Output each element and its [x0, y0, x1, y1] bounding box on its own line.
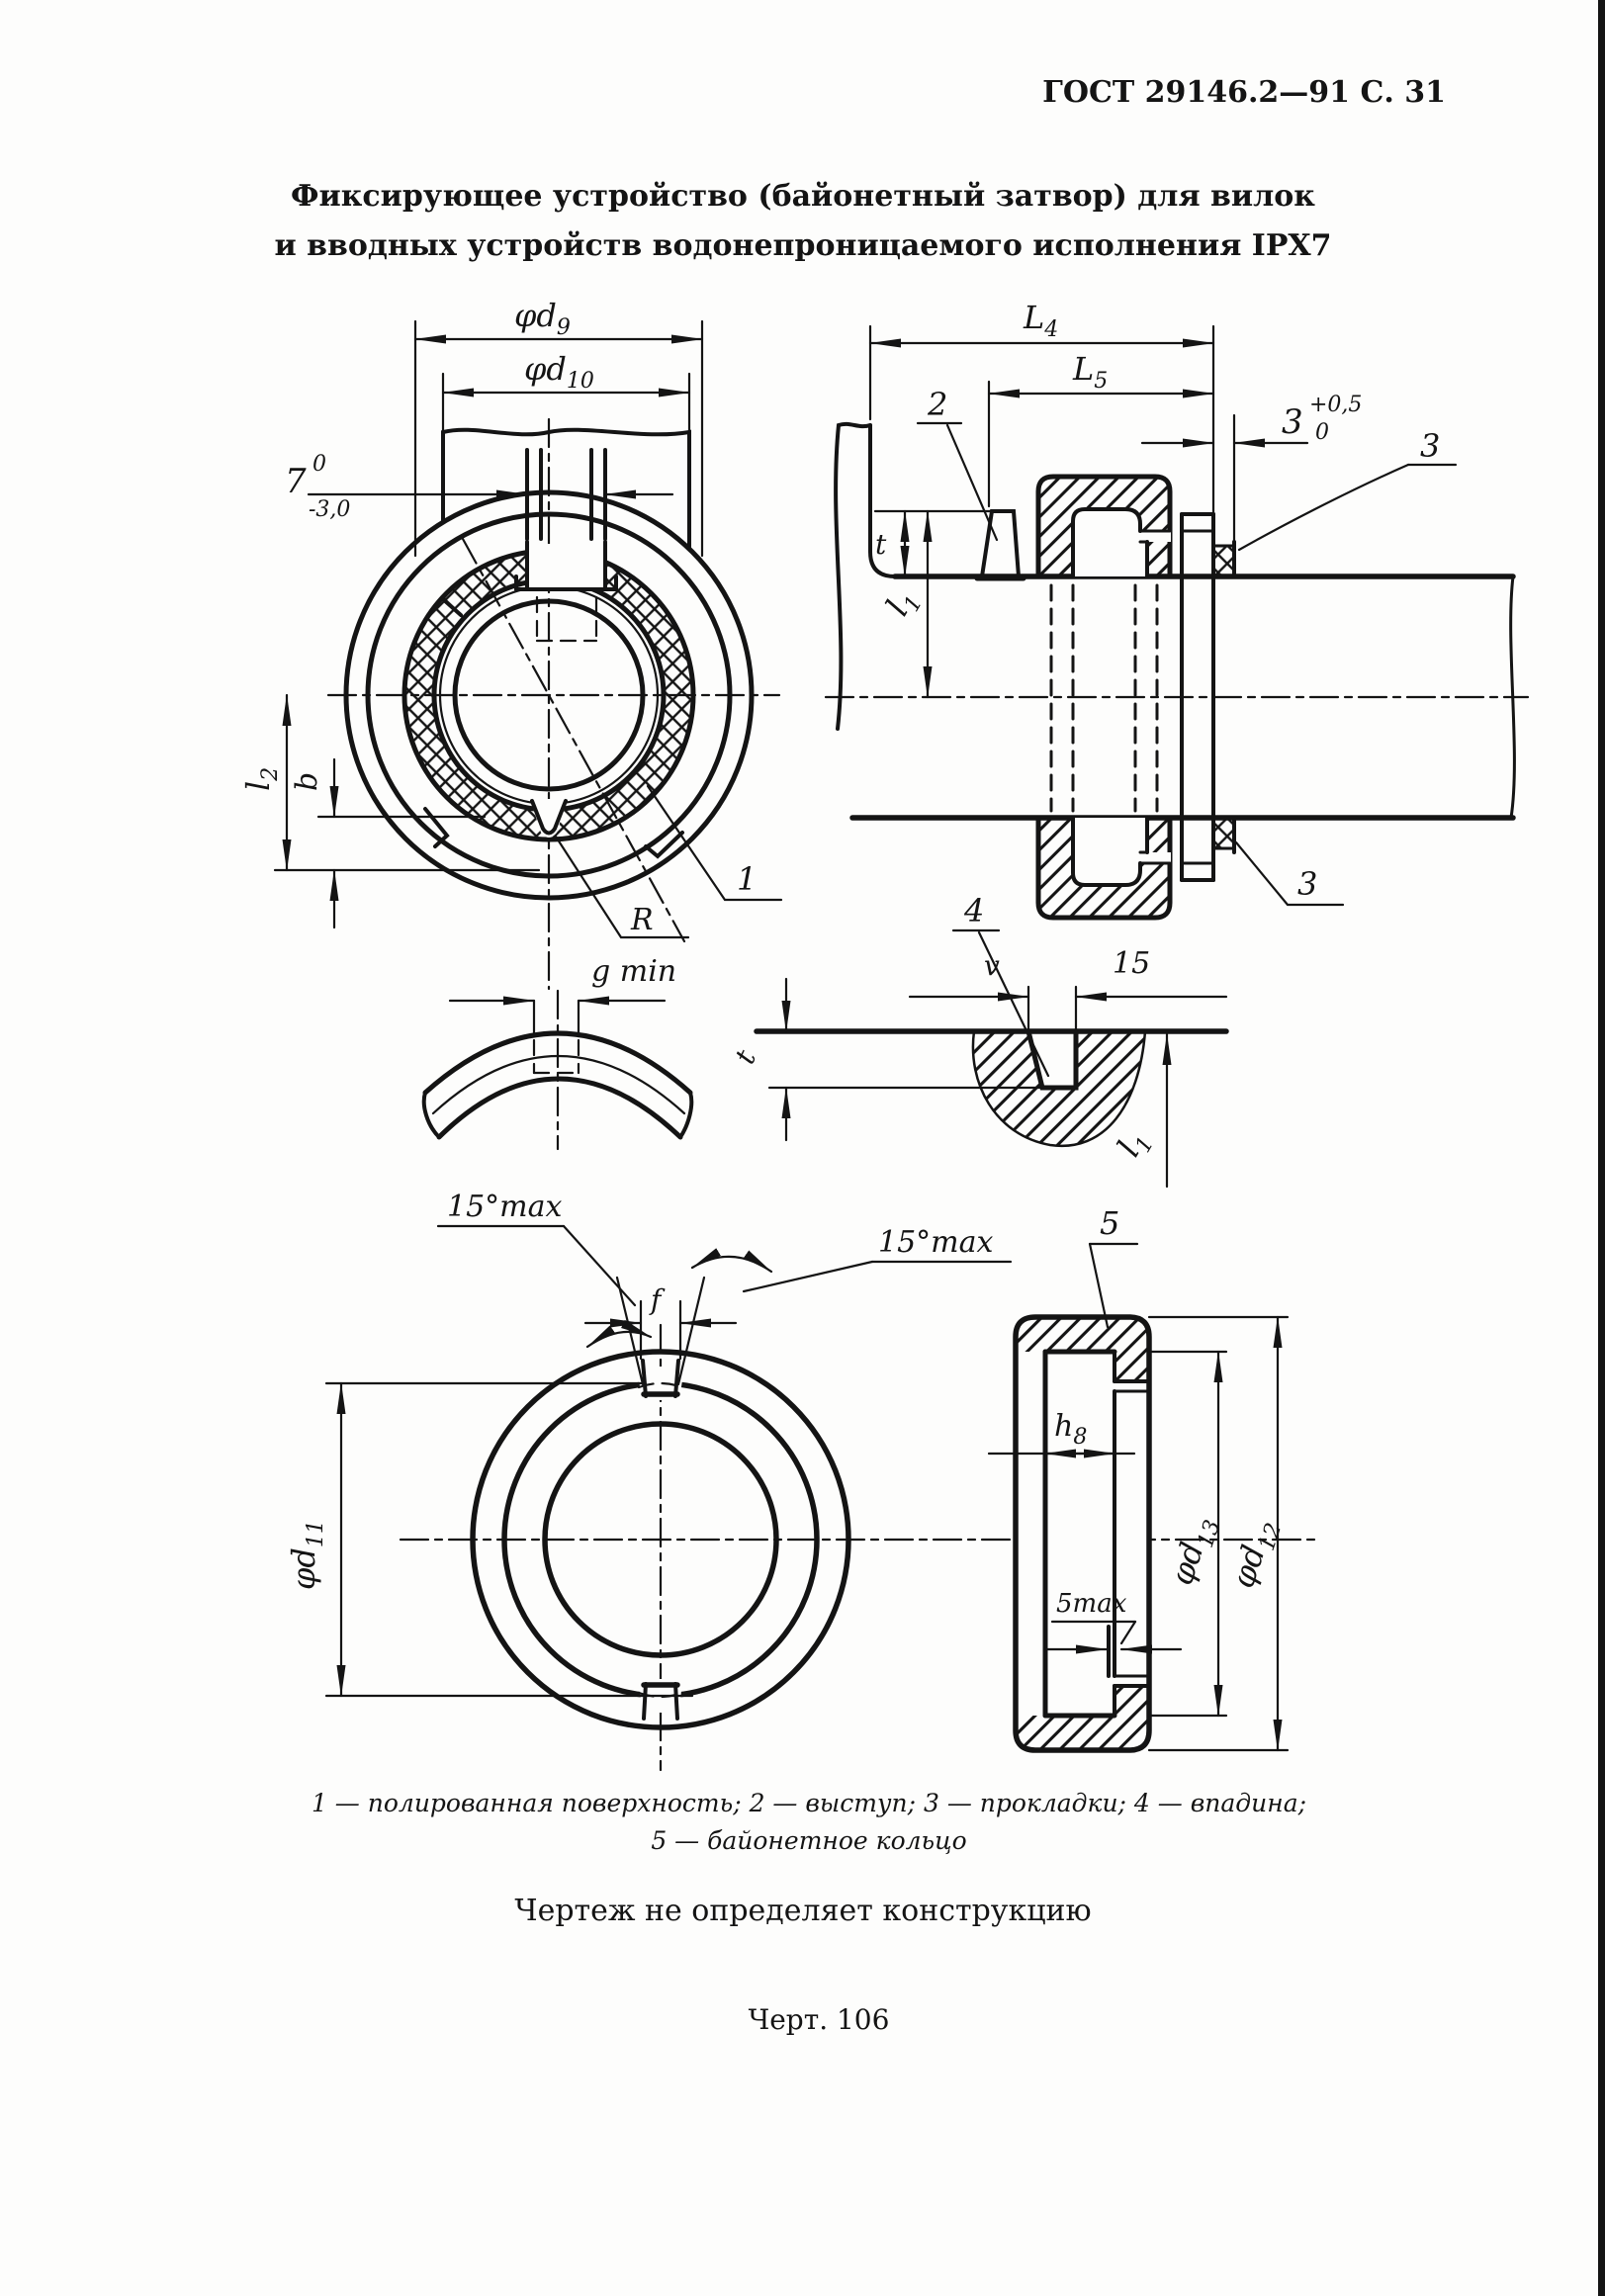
- dim-3-tolerance-base: 3: [1282, 402, 1303, 442]
- dim-15-label: 15: [1113, 946, 1150, 981]
- dim-L5-label: L5: [1072, 350, 1108, 394]
- callout-5: 5: [1100, 1204, 1119, 1242]
- dim-l1-detail-label: l1: [1110, 1123, 1159, 1166]
- front-view: φd9 φd10 7 0 -3,0 l2 b R 1: [239, 297, 783, 991]
- page-header: ГОСТ 29146.2—91 С. 31: [1042, 75, 1446, 110]
- dim-t-label: t: [875, 528, 887, 561]
- gasket-bottom: [1211, 816, 1236, 850]
- groove-detail: v 15 4 t l1: [728, 892, 1229, 1189]
- dim-7-tolerance-sup: 0: [312, 452, 326, 477]
- dim-7-tolerance-base: 7: [285, 462, 307, 501]
- dim-phi-d11-label: φd11: [285, 1520, 328, 1590]
- dim-15max-right-label: 15°max: [878, 1225, 994, 1260]
- callout-1: 1: [737, 860, 757, 898]
- callout-2: 2: [927, 386, 947, 423]
- drawing-note: Чертеж не определяет конструкцию: [514, 1894, 1091, 1928]
- page-edge: [1598, 0, 1605, 2296]
- legend-line2: 5 — байонетное кольцо: [651, 1826, 966, 1855]
- dim-5max-label: 5max: [1056, 1589, 1127, 1619]
- dim-phi-d13-label: φd13: [1162, 1511, 1225, 1591]
- dim-phi-d9-label: φd9: [514, 297, 571, 340]
- dim-3-tolerance-sub: 0: [1315, 420, 1329, 445]
- ring-section-view: 5 h8 5max φd13 φd12: [987, 1204, 1290, 1753]
- dim-gmin-label: g min: [591, 954, 676, 989]
- dim-15max-left-label: 15°max: [447, 1190, 563, 1224]
- dim-7-tolerance-sub: -3,0: [309, 497, 350, 522]
- dim-t-detail-label: t: [728, 1044, 762, 1069]
- dim-l2-label: l2: [239, 767, 283, 791]
- gmin-detail: g min: [421, 954, 694, 1151]
- dim-b-label: b: [290, 772, 324, 791]
- callout-3-top: 3: [1420, 427, 1440, 465]
- page-title-line1: Фиксирующее устройство (байонетный затво…: [291, 179, 1315, 214]
- page-title-line2: и вводных устройств водонепроницаемого и…: [274, 228, 1331, 263]
- legend-line1: 1 — полированная поверхность; 2 — выступ…: [312, 1789, 1306, 1817]
- dim-3-tolerance-sup: +0,5: [1309, 393, 1362, 417]
- dim-v-label: v: [984, 949, 1000, 982]
- callout-4: 4: [963, 892, 984, 929]
- callout-3-bottom: 3: [1297, 865, 1317, 903]
- dim-l1-label: l1: [878, 582, 928, 625]
- dim-f-label: f: [649, 1283, 666, 1316]
- dim-R-label: R: [630, 903, 654, 937]
- ring-front-view: f 15°max 15°max φd11: [285, 1190, 1317, 1772]
- dim-phi-d10-label: φd10: [524, 350, 594, 394]
- dim-L4-label: L4: [1023, 299, 1058, 342]
- gasket-top: [1211, 544, 1236, 578]
- dim-h8-label: h8: [1054, 1409, 1087, 1450]
- section-view: L4 L5 3 +0,5 0 t l1 2 3 3: [824, 299, 1530, 921]
- figure-number: Черт. 106: [749, 2003, 890, 2036]
